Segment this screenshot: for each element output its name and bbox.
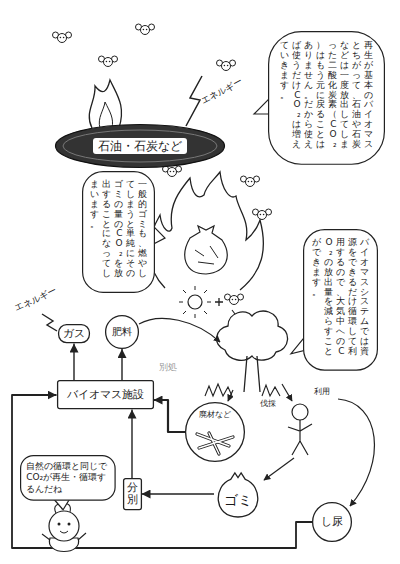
wood-piece [209,433,219,454]
flow-arrow [73,344,74,381]
vertical-text: 一般的ゴミも、燃やしてしまうと単純にそのゴミの量のCO₂を放出することになってし… [90,180,147,284]
big-flame [149,172,263,290]
co2-molecule [163,166,182,177]
sorting-box: 分別 [123,478,142,510]
node-text: し尿 [321,515,343,528]
co2-molecule [53,32,72,43]
flow-arrow [131,410,132,478]
arrow [264,458,294,480]
night-soil-circle: し尿 [312,502,352,542]
mascot-mouth [60,531,68,533]
vertical-text: バイオマスシステムでは資源をできるだけ循環して利用するので、大気中へのCO₂の放… [312,238,369,362]
process-label: 伐採 [260,400,276,409]
co2-molecule [136,24,155,35]
mascot-head [49,511,79,541]
box-outline [123,479,141,510]
bubble-outline [268,32,384,165]
node-text: 石油・石炭など [93,138,187,154]
node-text: 肥料 [112,326,132,338]
facility-box: バイオマス施設 [57,380,154,409]
node-text: バイオマス施設 [67,388,144,401]
person-body [288,420,312,455]
waste-wood-circle: 廃材など [185,402,245,462]
tree-canopy [217,311,288,360]
sun [188,295,202,309]
speech-bubble: バイオマスシステムでは資源をできるだけ循環して利用するので、大気中へのCO₂の放… [303,229,378,371]
flow-arrow [142,493,215,494]
deposit-outline [56,125,225,168]
node-text: 分別 [127,482,138,506]
note-label: 別処 [159,363,177,373]
arrow [282,384,292,401]
arrow [228,390,233,401]
tree-trunk [244,356,260,392]
box-outline [59,325,90,343]
vertical-text: 再生が基本のバイオマスとちがって、石油や石炭などは一度放出してしまった二酸化炭素… [280,41,373,155]
fossil-fuel-deposit: 石油・石炭など [55,124,225,168]
gas-box: ガス [58,324,90,343]
person-head [292,404,308,420]
flow-arrow [154,400,186,432]
speech-bubble: 自然の循環と同じでCO₂が再生・循環するんだね [20,455,116,501]
co2-molecule [241,176,260,187]
co2-molecule [225,294,244,305]
garbage-bag: ゴミ [212,472,264,518]
fertilizer-circle: 肥料 [105,315,139,349]
bag-outline [218,473,258,517]
co2-molecule [253,209,272,220]
circle-outline [186,403,245,462]
circle-outline [313,503,352,542]
node-text: ゴミ [224,492,252,509]
bubble-outline [82,172,154,293]
deposit-hatch [63,130,217,162]
speech-bubble: 一般的ゴミも、燃やしてしまうと単純にそのゴミの量のCO₂を放出することになってし… [82,171,155,293]
circle-outline [106,316,139,349]
co2-molecule [217,60,236,71]
bubble-outline [303,230,377,371]
speech-bubble: 再生が基本のバイオマスとちがって、石油や石炭などは一度放出してしまった二酸化炭素… [268,31,385,165]
node-text: ガス [63,327,85,340]
lightning [42,314,57,331]
node-text: 廃材など [199,410,231,420]
mascot-eye [68,523,71,526]
plus-sign [215,298,223,306]
garbage-bag-burning [185,226,227,274]
flow-arrow [12,395,312,548]
energy-label: エネルギー [200,77,244,107]
process-label: 利用 [312,388,332,397]
box-outline [57,381,153,409]
energy-label: エネルギー [14,286,59,314]
co2-molecule [99,56,118,67]
wood-piece [209,433,219,454]
arrow [139,318,220,342]
arrow [338,399,374,506]
sun-rays [179,286,211,318]
node-text: 自然の循環と同じでCO₂が再生・循環するんだね [26,461,110,495]
garbage-lines [195,246,218,264]
mascot-arms [42,533,86,540]
grass [205,384,280,396]
flame [99,102,112,128]
lightning [186,76,202,126]
flow-arrow [121,349,122,380]
bubble-outline [21,456,115,501]
mascot-eye [58,523,61,526]
flame [89,80,121,128]
mascot-body [49,538,78,552]
